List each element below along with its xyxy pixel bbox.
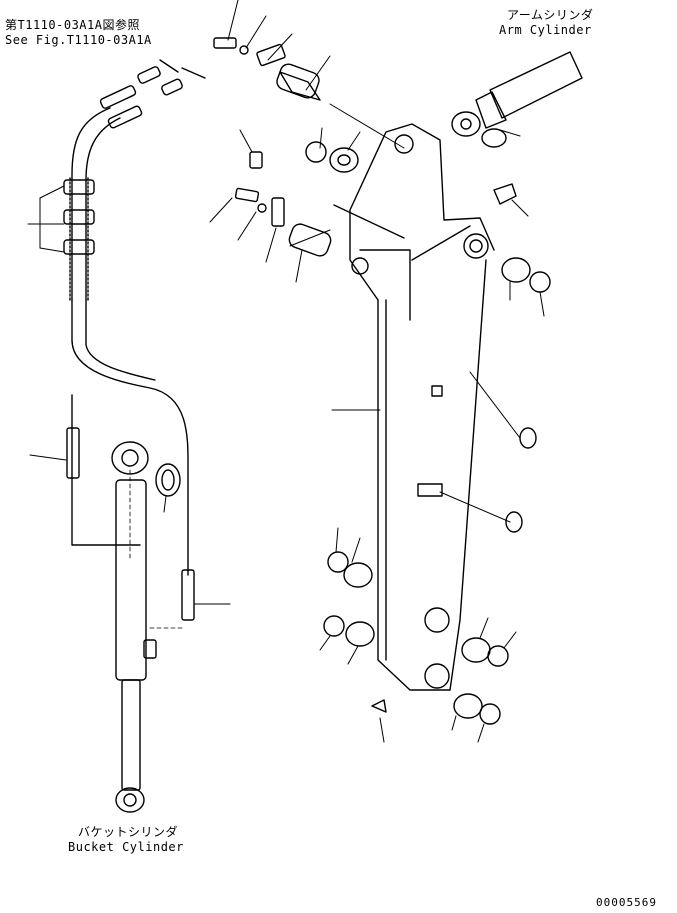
bushing [329, 147, 531, 719]
arm-cylinder-label-jp: アームシリンダ [507, 8, 594, 22]
centerlines [129, 469, 185, 629]
plug [505, 427, 537, 533]
bucket-cylinder [111, 441, 157, 813]
arm-cylinder [451, 51, 583, 148]
bucket-cylinder-label-jp: バケットシリンダ [78, 825, 179, 839]
leader-lines [27, 0, 545, 743]
drawing-number: 00005569 [596, 896, 657, 909]
lock-plate [256, 43, 286, 227]
seal-ring [305, 141, 551, 725]
hydraulic-hose-assembly [63, 59, 206, 576]
arm-pin-lower [288, 223, 332, 257]
bucket-cylinder-fitting [181, 569, 195, 621]
grease-fitting [371, 183, 517, 713]
washer [239, 45, 267, 213]
arm-cylinder-label-en: Arm Cylinder [499, 23, 592, 37]
arm-pin-upper [276, 63, 321, 101]
bucket-cylinder-seal-ring [155, 463, 181, 497]
reference-label-jp: 第T1110-03A1A図参照 [5, 18, 140, 32]
arm-structure [333, 123, 495, 691]
reference-label-en: See Fig.T1110-03A1A [5, 33, 152, 47]
bolt [213, 37, 263, 203]
bucket-cylinder-label-en: Bucket Cylinder [68, 840, 184, 854]
